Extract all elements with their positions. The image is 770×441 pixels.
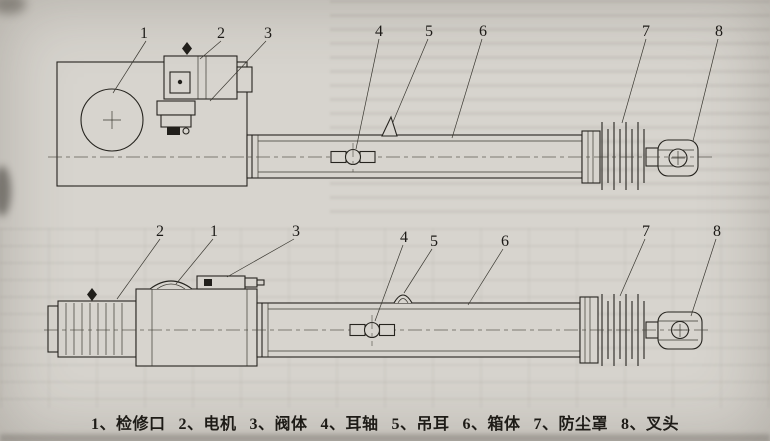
vent-marker-side [87,288,97,301]
callout-side-2: 2 [156,223,164,240]
vent-marker-top [182,42,192,55]
leader-side-1 [175,238,214,285]
callout-side-4: 4 [400,229,408,246]
motor-terminal-box-top [236,66,253,93]
inspection-cover-side [149,280,193,290]
leader-side-4 [374,244,404,322]
leader-side-6 [467,248,504,306]
caption-item-4: 4、耳轴 [320,416,379,433]
callout-top-7: 7 [642,23,650,40]
motor-top [163,42,253,100]
lifting-ear-side [393,294,413,304]
callout-side-7: 7 [642,223,650,240]
caption-item-6: 6、箱体 [462,416,521,433]
callout-top-8: 8 [715,23,723,40]
caption-item-2: 2、电机 [178,416,237,433]
leader-top-7 [621,38,647,124]
trunnion-side [349,315,396,346]
leader-top-1 [112,40,147,94]
callout-top-6: 6 [479,23,487,40]
fork-head-top [645,139,699,177]
callout-top-4: 4 [375,23,383,40]
trunnion-top [330,143,376,172]
caption-item-5: 5、吊耳 [391,416,450,433]
callout-side-8: 8 [713,223,721,240]
leader-side-5 [403,248,433,294]
callout-side-3: 3 [292,223,300,240]
leader-top-3 [209,40,267,102]
lifting-ear-top [381,115,398,137]
caption-item-7: 7、防尘罩 [533,416,609,433]
leader-side-3 [226,238,295,278]
side-view: 2 1 3 4 5 6 7 8 [44,223,721,367]
side-view-callouts: 2 1 3 4 5 6 7 8 [116,223,721,322]
scan-smudge-corner [0,0,26,14]
housing-box-side [135,288,258,367]
callout-top-5: 5 [425,23,433,40]
motor-end-cap-side [47,305,59,353]
callout-side-5: 5 [430,233,438,250]
leader-top-4 [355,38,380,150]
scan-shade-bottom [0,434,770,441]
tank-body-top [246,134,583,179]
valve-body-top [156,100,196,135]
dust-cover-top [581,122,645,190]
leader-top-8 [692,38,719,142]
scan-bleedthrough-text [330,0,770,215]
leader-side-2 [116,238,161,300]
valve-body-side [196,275,265,290]
caption-item-3: 3、阀体 [249,416,308,433]
leader-side-8 [690,238,717,317]
callout-side-1: 1 [210,223,218,240]
leader-side-7 [619,238,646,297]
fork-head-side [645,311,703,350]
leader-top-2 [199,40,222,60]
leader-top-6 [451,38,483,139]
caption-item-8: 8、叉头 [621,416,680,433]
callout-top-2: 2 [217,25,225,42]
dust-cover-side [579,294,645,366]
leader-top-5 [392,38,429,123]
callout-top-3: 3 [264,25,272,42]
caption-item-1: 1、检修口 [90,416,166,433]
callout-top-1: 1 [140,25,148,42]
scan-smudge-left-edge [0,166,11,216]
figure-caption: 1、检修口 2、电机 3、阀体 4、耳轴 5、吊耳 6、箱体 7、防尘罩 8、叉… [0,410,770,434]
top-view: 1 2 3 4 5 6 7 8 [48,23,723,190]
motor-side [47,288,137,358]
top-view-callouts: 1 2 3 4 5 6 7 8 [112,23,723,150]
housing-box-top [56,61,248,187]
callout-side-6: 6 [501,233,509,250]
